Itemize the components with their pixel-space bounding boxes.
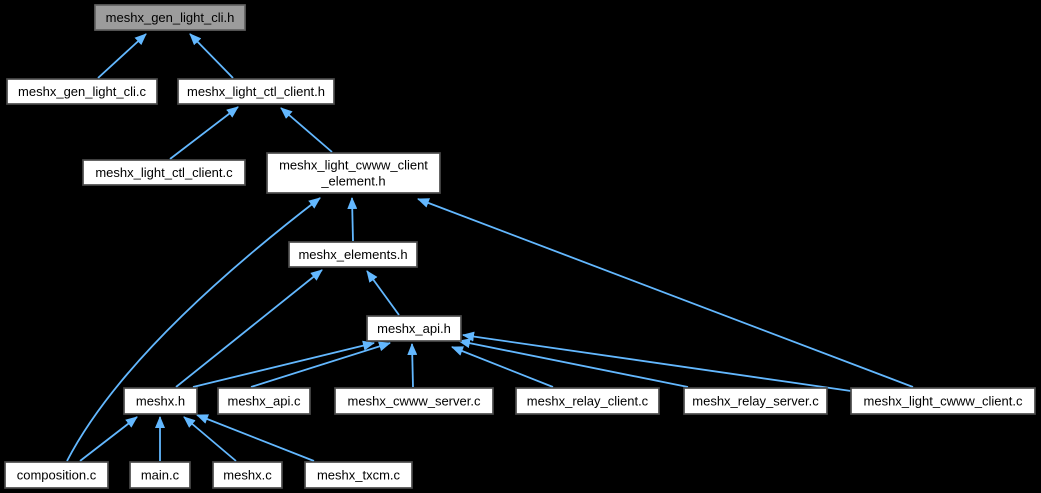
- node-composition-c[interactable]: composition.c: [4, 461, 109, 489]
- node-label: meshx_light_cwww_client.c: [864, 394, 1023, 409]
- node-meshx-light-ctl-client-c[interactable]: meshx_light_ctl_client.c: [82, 159, 246, 186]
- node-label: meshx_light_ctl_client.h: [187, 84, 325, 99]
- edge-meshx-elements-h-to-meshx-light-cwww-client-element-h: [347, 197, 358, 242]
- node-label: meshx.h: [136, 394, 185, 409]
- edge-meshx-light-cwww-client-element-h-to-meshx-light-ctl-client-h: [280, 107, 333, 153]
- node-meshx-relay-client-c[interactable]: meshx_relay_client.c: [515, 387, 660, 415]
- edge-meshx-api-h-to-meshx-elements-h: [366, 270, 400, 316]
- edge-meshx-light-cwww-client-c-to-meshx-api-h: [462, 331, 852, 392]
- node-meshx-gen-light-cli-h[interactable]: meshx_gen_light_cli.h: [94, 4, 246, 31]
- node-meshx-light-cwww-client-element-h[interactable]: meshx_light_cwww_client_element.h: [266, 152, 441, 194]
- node-box: [288, 241, 418, 268]
- node-main-c[interactable]: main.c: [129, 461, 191, 489]
- edge-meshx-light-ctl-client-c-to-meshx-light-ctl-client-h: [169, 106, 239, 160]
- edge-meshx-light-ctl-client-h-to-meshx-gen-light-cli-h: [189, 33, 234, 79]
- node-meshx-txcm-c[interactable]: meshx_txcm.c: [304, 461, 413, 489]
- edge-meshx-h-to-meshx-api-h: [192, 340, 375, 388]
- node-meshx-api-h[interactable]: meshx_api.h: [366, 315, 462, 342]
- node-box: [266, 152, 441, 194]
- node-label: meshx_txcm.c: [317, 468, 401, 483]
- node-label: meshx_gen_light_cli.h: [106, 10, 235, 25]
- node-box: [123, 387, 198, 415]
- node-box: [366, 315, 462, 342]
- edge-meshx-gen-light-cli-c-to-meshx-gen-light-cli-h: [97, 33, 147, 79]
- node-meshx-api-c[interactable]: meshx_api.c: [217, 387, 311, 415]
- node-box: [82, 159, 246, 186]
- node-label: meshx_light_ctl_client.c: [95, 165, 233, 180]
- node-meshx-cwww-server-c[interactable]: meshx_cwww_server.c: [334, 387, 494, 415]
- node-box: [304, 461, 413, 489]
- node-box: [850, 387, 1036, 415]
- node-label: meshx_gen_light_cli.c: [18, 84, 146, 99]
- node-meshx-gen-light-cli-c[interactable]: meshx_gen_light_cli.c: [6, 78, 158, 105]
- node-label: meshx_cwww_server.c: [348, 394, 481, 409]
- node-meshx-light-ctl-client-h[interactable]: meshx_light_ctl_client.h: [177, 78, 335, 105]
- node-meshx-relay-server-c[interactable]: meshx_relay_server.c: [683, 387, 828, 415]
- edge-meshx-h-to-meshx-elements-h: [175, 269, 323, 388]
- edge-meshx-cwww-server-c-to-meshx-api-h: [407, 343, 418, 388]
- node-label: composition.c: [17, 468, 97, 483]
- node-box: [683, 387, 828, 415]
- node-label: meshx_elements.h: [298, 247, 407, 262]
- node-meshx-c[interactable]: meshx.c: [212, 461, 283, 489]
- node-box: [334, 387, 494, 415]
- edge-composition-c-to-meshx-light-cwww-client-element-h: [66, 197, 321, 462]
- node-box: [94, 4, 246, 31]
- node-meshx-elements-h[interactable]: meshx_elements.h: [288, 241, 418, 268]
- edge-composition-c-to-meshx-h: [79, 416, 138, 462]
- edge-meshx-txcm-c-to-meshx-h: [196, 414, 315, 462]
- edge-meshx-relay-server-c-to-meshx-api-h: [458, 338, 689, 388]
- node-box: [217, 387, 311, 415]
- edge-meshx-relay-client-c-to-meshx-api-h: [451, 346, 554, 388]
- node-label: main.c: [141, 468, 180, 483]
- node-box: [4, 461, 109, 489]
- node-label: meshx.c: [223, 468, 272, 483]
- node-meshx-light-cwww-client-c[interactable]: meshx_light_cwww_client.c: [850, 387, 1036, 415]
- node-label: meshx_relay_server.c: [692, 394, 819, 409]
- edge-meshx-c-to-meshx-h: [183, 416, 237, 462]
- node-label: meshx_api.h: [377, 321, 451, 336]
- node-label: meshx_light_cwww_client: [279, 158, 428, 173]
- node-box: [212, 461, 283, 489]
- edge-meshx-light-cwww-client-c-to-meshx-light-cwww-client-element-h: [417, 198, 914, 388]
- node-meshx-h[interactable]: meshx.h: [123, 387, 198, 415]
- node-box: [177, 78, 335, 105]
- node-box: [6, 78, 158, 105]
- node-box: [129, 461, 191, 489]
- edge-meshx-api-c-to-meshx-api-h: [250, 341, 391, 388]
- node-label: _element.h: [320, 174, 385, 189]
- node-label: meshx_relay_client.c: [527, 394, 649, 409]
- node-box: [515, 387, 660, 415]
- node-label: meshx_api.c: [228, 394, 301, 409]
